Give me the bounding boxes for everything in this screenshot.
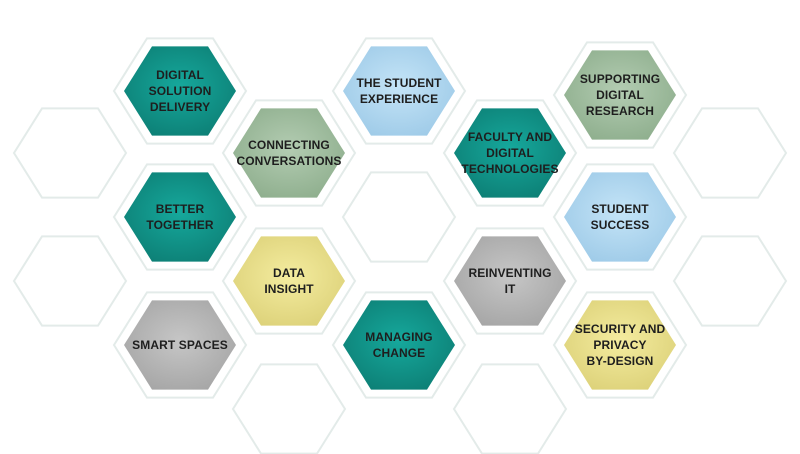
hexagon-label: REINVENTING IT <box>468 266 551 296</box>
hexagon-label: BETTER TOGETHER <box>146 202 213 232</box>
hexagon-fill <box>564 50 676 140</box>
hexagon-label-line: SUCCESS <box>591 218 650 232</box>
hexagon-label-line: DIGITAL <box>156 68 204 82</box>
hexagon-label: DATA INSIGHT <box>264 266 314 296</box>
outline-bottom-left <box>231 363 347 454</box>
hexagon-label-line: FACULTY AND <box>468 130 552 144</box>
hexagon-label: DIGITAL SOLUTION DELIVERY <box>149 68 212 114</box>
outline-far-left-upper <box>12 107 128 199</box>
hexagon-fill <box>564 172 676 262</box>
hexagon-label: FACULTY AND DIGITAL TECHNOLOGIES <box>461 130 558 176</box>
hexagon-label-line: BETTER <box>156 202 205 216</box>
hexagon-label-line: THE STUDENT <box>356 76 442 90</box>
hexagon-label: THE STUDENT EXPERIENCE <box>356 76 442 106</box>
hexagon-data-insight: DATA INSIGHT <box>221 227 357 335</box>
outline-far-left-lower <box>12 235 128 327</box>
hexagon-fill <box>454 236 566 326</box>
hexagon-label-line: SMART SPACES <box>132 338 228 352</box>
hexagon-fill <box>233 108 345 198</box>
outline-hexagon-layer <box>12 107 788 454</box>
hexagon-faculty-and-digital-technologies: FACULTY AND DIGITAL TECHNOLOGIES <box>442 99 578 207</box>
hexagon-label-line: SOLUTION <box>149 84 212 98</box>
hexagon-label-line: IT <box>505 282 516 296</box>
hexagon-label-line: TOGETHER <box>146 218 213 232</box>
hexagon-label-line: RESEARCH <box>586 104 654 118</box>
hexagon-label: STUDENT SUCCESS <box>591 202 650 232</box>
hexagon-fill <box>564 300 676 390</box>
hexagon-better-together: BETTER TOGETHER <box>112 163 248 271</box>
hexagon-label-line: DATA <box>273 266 305 280</box>
outline-far-right-upper <box>672 107 788 199</box>
hexagon-label-line: CHANGE <box>373 346 426 360</box>
hexagon-the-student-experience: THE STUDENT EXPERIENCE <box>331 37 467 145</box>
hexagon-fill <box>343 46 455 136</box>
hexagon-security-and-privacy-by-design: SECURITY AND PRIVACY BY-DESIGN <box>552 291 688 399</box>
hexagon-digital-solution-delivery: DIGITAL SOLUTION DELIVERY <box>112 37 248 145</box>
hexagon-label-line: DIGITAL <box>486 146 534 160</box>
hexagon-label: SMART SPACES <box>132 338 228 352</box>
hexagon-label-line: REINVENTING <box>468 266 551 280</box>
hexagon-label: SUPPORTING DIGITAL RESEARCH <box>580 72 660 118</box>
hexagon-label-line: MANAGING <box>365 330 432 344</box>
hexagon-label: CONNECTING CONVERSATIONS <box>236 138 341 168</box>
hexagon-fill <box>124 300 236 390</box>
hexagon-label-line: SECURITY AND <box>575 322 666 336</box>
hexagon-connecting-conversations: CONNECTING CONVERSATIONS <box>221 99 357 207</box>
hexagon-fill <box>124 172 236 262</box>
hexagon-fill <box>124 46 236 136</box>
hexagon-label-line: DIGITAL <box>596 88 644 102</box>
hexagon-fill <box>233 236 345 326</box>
filled-hexagon-layer: DIGITAL SOLUTION DELIVERY CONNECTING CONVERS… <box>112 37 688 399</box>
hexagon-label: MANAGING CHANGE <box>365 330 432 360</box>
hexagon-smart-spaces: SMART SPACES <box>112 291 248 399</box>
hexagon-supporting-digital-research: SUPPORTING DIGITAL RESEARCH <box>552 41 688 149</box>
hexagon-student-success: STUDENT SUCCESS <box>552 163 688 271</box>
hexagon-fill <box>454 108 566 198</box>
hexagon-label-line: SUPPORTING <box>580 72 660 86</box>
hexagon-label-line: DELIVERY <box>150 100 210 114</box>
hexagon-fill <box>343 300 455 390</box>
hexagon-label-line: PRIVACY <box>593 338 646 352</box>
hexagon-label-line: CONVERSATIONS <box>236 154 341 168</box>
hexagon-reinventing-it: REINVENTING IT <box>442 227 578 335</box>
hexagon-label: SECURITY AND PRIVACY BY-DESIGN <box>575 322 666 368</box>
hexagon-label-line: EXPERIENCE <box>360 92 438 106</box>
hexagon-label-line: CONNECTING <box>248 138 330 152</box>
hexagon-label-line: BY-DESIGN <box>587 354 654 368</box>
hexagon-label-line: INSIGHT <box>264 282 314 296</box>
outline-center <box>341 171 457 263</box>
hexagon-label-line: TECHNOLOGIES <box>461 162 558 176</box>
outline-bottom-right <box>452 363 568 454</box>
hexagon-label-line: STUDENT <box>591 202 649 216</box>
hexagon-managing-change: MANAGING CHANGE <box>331 291 467 399</box>
outline-far-right-lower <box>672 235 788 327</box>
